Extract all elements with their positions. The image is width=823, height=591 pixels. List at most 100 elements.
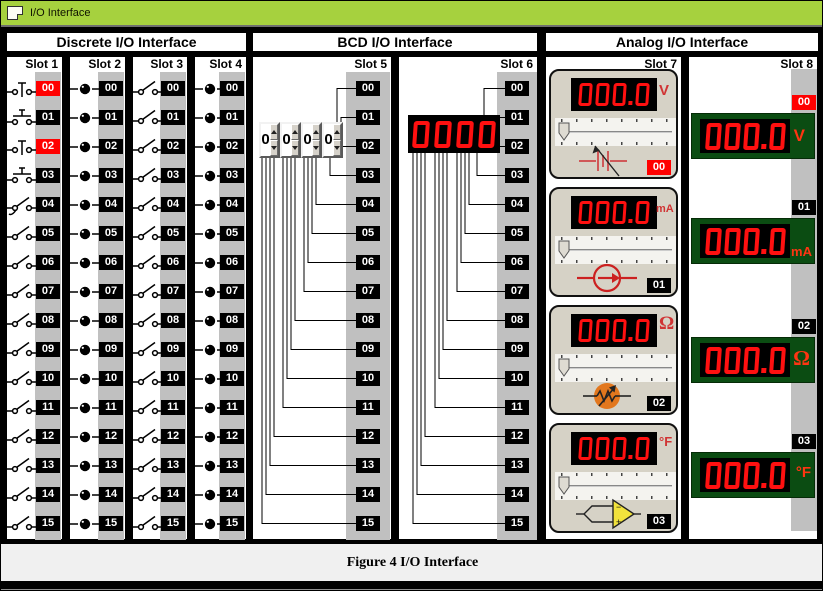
lamp-icon (70, 309, 100, 333)
titlebar[interactable]: I/O Interface (1, 1, 822, 27)
toggle-switch-icon[interactable] (133, 251, 163, 275)
slider-ticks (561, 142, 670, 145)
slot1-point-label-02: 02 (36, 139, 60, 154)
slot4-point-label-03: 03 (220, 168, 244, 183)
analog-output-channel-02: Ω (691, 337, 815, 383)
slot-8-title: Slot 8 (780, 57, 813, 71)
channel-00-display (571, 78, 657, 111)
no-pushbutton-icon[interactable] (7, 77, 37, 101)
channel-00-slider[interactable] (555, 118, 676, 146)
toggle-switch-icon[interactable] (133, 454, 163, 478)
slot1-point-label-05: 05 (36, 226, 60, 241)
toggle-switch-icon[interactable] (133, 338, 163, 362)
slot2-point-label-12: 12 (99, 429, 123, 444)
toggle-switch-icon[interactable] (7, 512, 37, 536)
toggle-switch-icon[interactable] (133, 193, 163, 217)
toggle-switch-icon[interactable] (133, 309, 163, 333)
thumbwheel-digit-4: 0 (322, 122, 343, 158)
toggle-switch-icon[interactable] (133, 222, 163, 246)
toggle-switch-icon[interactable] (133, 425, 163, 449)
toggle-switch-icon[interactable] (7, 483, 37, 507)
toggle-switch-icon[interactable] (7, 222, 37, 246)
slot-6-title: Slot 6 (500, 57, 533, 71)
toggle-switch-icon[interactable] (133, 106, 163, 130)
toggle-switch-icon[interactable] (133, 512, 163, 536)
channel-03-display (571, 432, 657, 465)
slider-thumb[interactable] (558, 122, 570, 141)
spin-down-button[interactable] (291, 140, 299, 156)
toggle-switch-icon[interactable] (133, 396, 163, 420)
spin-down-button[interactable] (333, 140, 341, 156)
spin-up-button[interactable] (333, 124, 341, 140)
nc-pushbutton-icon[interactable] (7, 106, 37, 130)
slot5-terminal-00: 00 (356, 81, 380, 96)
toggle-switch-icon[interactable] (7, 338, 37, 362)
slot3-point-label-13: 13 (161, 458, 185, 473)
channel-02-slider[interactable] (555, 354, 676, 382)
spin-up-button[interactable] (270, 124, 278, 140)
slot3-point-label-15: 15 (161, 516, 185, 531)
channel-01-slider[interactable] (555, 236, 676, 264)
spin-up-button[interactable] (312, 124, 320, 140)
spin-down-button[interactable] (270, 140, 278, 156)
channel-02-unit-label: Ω (793, 346, 810, 370)
slider-thumb[interactable] (558, 240, 570, 259)
toggle-switch-icon[interactable] (133, 367, 163, 391)
toggle-switch-icon[interactable] (7, 251, 37, 275)
toggle-switch-icon[interactable] (133, 164, 163, 188)
slider-ticks (561, 119, 670, 122)
channel-03-slider[interactable] (555, 472, 676, 500)
bcd-output-display (408, 115, 500, 153)
toggle-switch-icon[interactable] (7, 309, 37, 333)
seven-segment-display (703, 346, 788, 374)
slot1-point-label-00: 00 (36, 81, 60, 96)
toggle-switch-icon[interactable] (7, 425, 37, 449)
toggle-switch-icon[interactable] (7, 396, 37, 420)
slot6-terminal-11: 11 (505, 400, 529, 415)
channel-00-label: 00 (647, 160, 671, 175)
slot3-point-label-03: 03 (161, 168, 185, 183)
lever-switch-icon[interactable] (7, 193, 37, 217)
nc-pushbutton-icon[interactable] (7, 164, 37, 188)
slider-thumb[interactable] (558, 476, 570, 495)
window-icon (7, 6, 23, 20)
lamp-icon (70, 164, 100, 188)
slot4-point-label-08: 08 (220, 313, 244, 328)
toggle-switch-icon[interactable] (133, 135, 163, 159)
slot1-point-label-14: 14 (36, 487, 60, 502)
thumbwheel-digit-1: 0 (259, 122, 280, 158)
slot6-terminal-10: 10 (505, 371, 529, 386)
voltage-source-icon (575, 143, 639, 182)
slider-thumb[interactable] (558, 358, 570, 377)
slot3-point-label-02: 02 (161, 139, 185, 154)
toggle-switch-icon[interactable] (133, 280, 163, 304)
slider-ticks (561, 378, 670, 381)
no-pushbutton-icon[interactable] (7, 135, 37, 159)
slot2-point-label-06: 06 (99, 255, 123, 270)
slot5-terminal-07: 07 (356, 284, 380, 299)
toggle-switch-icon[interactable] (7, 280, 37, 304)
thumbwheel-value: 0 (324, 131, 333, 148)
seven-segment-display (703, 461, 788, 489)
toggle-switch-icon[interactable] (7, 454, 37, 478)
spin-down-button[interactable] (312, 140, 320, 156)
slot2-point-label-08: 08 (99, 313, 123, 328)
analog-output-channel-03: °F (691, 452, 815, 498)
slot1-point-label-08: 08 (36, 313, 60, 328)
spin-up-button[interactable] (291, 124, 299, 140)
slot3-point-label-10: 10 (161, 371, 185, 386)
slot5-terminal-09: 09 (356, 342, 380, 357)
toggle-switch-icon[interactable] (133, 483, 163, 507)
slot3-point-label-11: 11 (161, 400, 185, 415)
toggle-switch-icon[interactable] (7, 367, 37, 391)
slot6-terminal-04: 04 (505, 197, 529, 212)
toggle-switch-icon[interactable] (133, 77, 163, 101)
slot4-point-label-12: 12 (220, 429, 244, 444)
slider-ticks (561, 496, 670, 499)
